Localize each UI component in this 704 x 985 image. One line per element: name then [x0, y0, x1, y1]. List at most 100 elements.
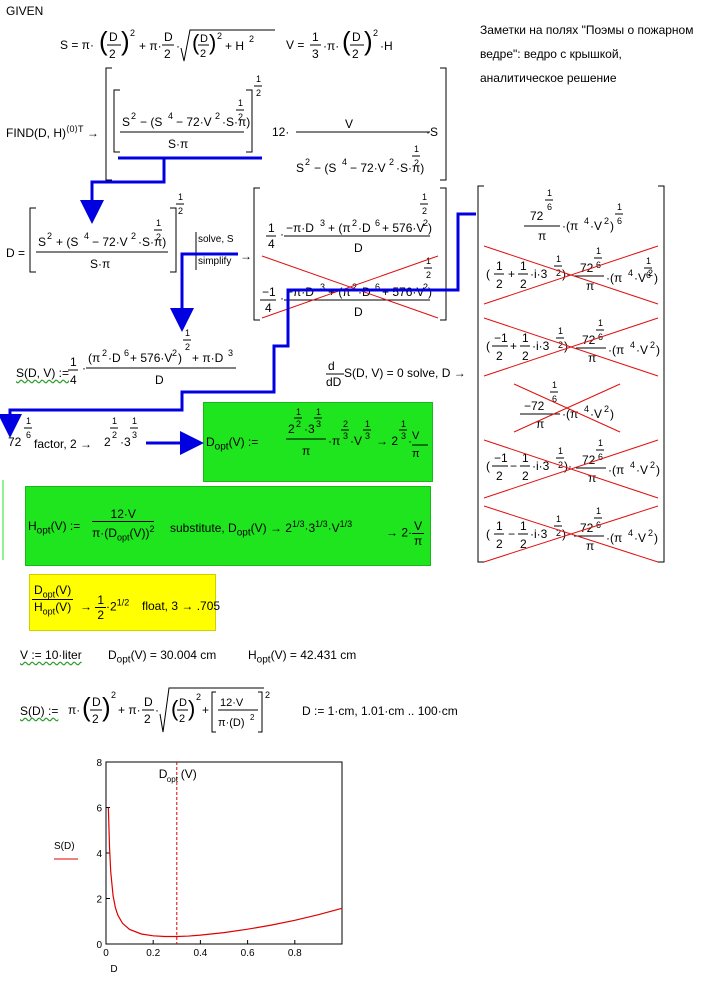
svg-text:2: 2 [426, 270, 431, 280]
svg-text:4: 4 [265, 301, 272, 315]
svg-text:72: 72 [582, 333, 596, 347]
ratio-float: float, 3 → .705 [142, 599, 221, 613]
svg-text:4: 4 [584, 404, 589, 414]
substitute-command: substitute, Dopt(V) → 21/3·31/3·V1/3 [170, 519, 353, 539]
svg-text:D: D [354, 305, 363, 319]
svg-text:6: 6 [596, 260, 601, 270]
svg-text:4: 4 [630, 460, 635, 470]
svg-text:S·π: S·π [168, 137, 188, 151]
dopt-numeric: Dopt(V) = 30.004 cm [108, 648, 217, 666]
range-definition[interactable]: D := 1·cm, 1.01·cm .. 100·cm [302, 704, 458, 718]
svg-text:2: 2 [249, 34, 254, 44]
s-d-definition[interactable]: S(D) := [20, 704, 59, 718]
svg-text:2: 2 [102, 348, 107, 358]
svg-text:(: ( [82, 692, 91, 722]
svg-text:2: 2 [648, 528, 653, 538]
plot-frame [105, 761, 343, 945]
find-call[interactable]: FIND(D, H)⟨0⟩T → [6, 124, 99, 140]
hopt-definition-box[interactable]: Hopt(V) := 12·V π·(Dopt(V))2 substitute,… [25, 486, 431, 566]
svg-text:D: D [354, 241, 363, 255]
svg-text:3: 3 [320, 282, 325, 292]
x-tick-label: 0.4 [193, 948, 207, 959]
hopt-numeric: Hopt(V) = 42.431 cm [248, 648, 357, 666]
svg-text:·(π: ·(π [606, 531, 622, 545]
svg-text:π: π [588, 471, 596, 485]
volume-formula[interactable]: V = 1 3 ·π· ( D 2 ) 2 ·H [286, 26, 408, 64]
svg-text:2: 2 [496, 469, 503, 483]
svg-text:2: 2 [343, 419, 348, 429]
svg-text:·: · [176, 39, 180, 53]
svg-text:(: ( [486, 267, 490, 281]
svg-text:S: S [296, 161, 304, 175]
svg-text:π: π [586, 279, 594, 293]
svg-text:2: 2 [47, 231, 52, 241]
svg-text:−1: −1 [494, 331, 508, 345]
svg-text:+: + [202, 703, 209, 717]
svg-text:6: 6 [552, 394, 557, 404]
svg-text:·: · [280, 227, 284, 241]
svg-text:1: 1 [646, 256, 651, 266]
x-tick-label: 0 [103, 948, 109, 959]
solve-keyword[interactable]: solve, S [198, 234, 234, 245]
svg-text:1: 1 [547, 188, 552, 198]
svg-text:π: π [538, 229, 546, 243]
svg-text:·D: ·D [358, 221, 371, 235]
surface-formula[interactable]: S = π· ( D 2 ) 2 + π· D 2 · ( D 2 ) 2 + … [60, 26, 277, 64]
svg-text:2: 2 [352, 282, 357, 292]
simplify-keyword[interactable]: simplify [198, 256, 232, 267]
svg-text:2: 2 [496, 537, 503, 551]
svg-text:+ (π: + (π [328, 221, 351, 235]
svg-text:·: · [82, 361, 86, 375]
svg-text:12·V: 12·V [220, 697, 244, 709]
svg-text:1: 1 [256, 74, 261, 84]
svg-text:π: π [588, 351, 596, 365]
svg-text:− 72·V: − 72·V [176, 115, 212, 129]
svg-text:2: 2 [215, 111, 220, 121]
svg-text:−1: −1 [494, 451, 508, 465]
svg-text:6: 6 [375, 218, 380, 228]
svg-text:1: 1 [296, 407, 301, 417]
svg-text:− 72·V: − 72·V [350, 161, 386, 175]
v-assignment[interactable]: V := 10·liter [20, 648, 82, 662]
svg-text:1: 1 [596, 246, 601, 256]
svg-text:2: 2 [172, 348, 177, 358]
svg-text:π: π [302, 444, 310, 458]
y-tick-label: 8 [96, 758, 102, 769]
svg-text:·: · [280, 291, 284, 305]
svg-text:2: 2 [111, 690, 116, 700]
svg-text:1: 1 [178, 192, 183, 202]
svg-text:π·: π· [68, 703, 80, 717]
svg-text:): ) [610, 219, 614, 233]
svg-text:2: 2 [256, 88, 261, 98]
svg-text:·i·3: ·i·3 [532, 339, 550, 353]
s-dv-definition[interactable]: S(D, V) := [16, 366, 69, 380]
svg-text:2: 2 [109, 47, 116, 61]
svg-text:1: 1 [598, 318, 603, 328]
svg-text:2: 2 [496, 349, 503, 363]
svg-text:·i·3: ·i·3 [532, 459, 550, 473]
svg-text:1: 1 [401, 419, 406, 429]
svg-text:+ π·D: + π·D [192, 351, 224, 365]
svg-text:2: 2 [558, 340, 563, 350]
svg-text:): ) [188, 696, 195, 721]
svg-text:·(π: ·(π [562, 407, 578, 421]
svg-text:1: 1 [112, 416, 117, 426]
svg-text:)·: )· [562, 527, 570, 541]
svg-text:): ) [610, 407, 614, 421]
svg-text:2: 2 [156, 232, 161, 242]
derivative-solve[interactable]: S(D, V) = 0 solve, D → [344, 366, 466, 380]
svg-text:): ) [428, 285, 432, 299]
svg-text:3: 3 [316, 419, 321, 429]
svg-text:72: 72 [582, 453, 596, 467]
factor-expression[interactable]: factor, 2 → [34, 437, 92, 451]
svg-text:·(π: ·(π [562, 219, 578, 233]
svg-text:·: · [408, 434, 412, 448]
svg-text:6: 6 [124, 348, 129, 358]
svg-text:2: 2 [520, 537, 527, 551]
svg-text:3: 3 [401, 431, 406, 441]
svg-text:·V: ·V [634, 271, 646, 285]
